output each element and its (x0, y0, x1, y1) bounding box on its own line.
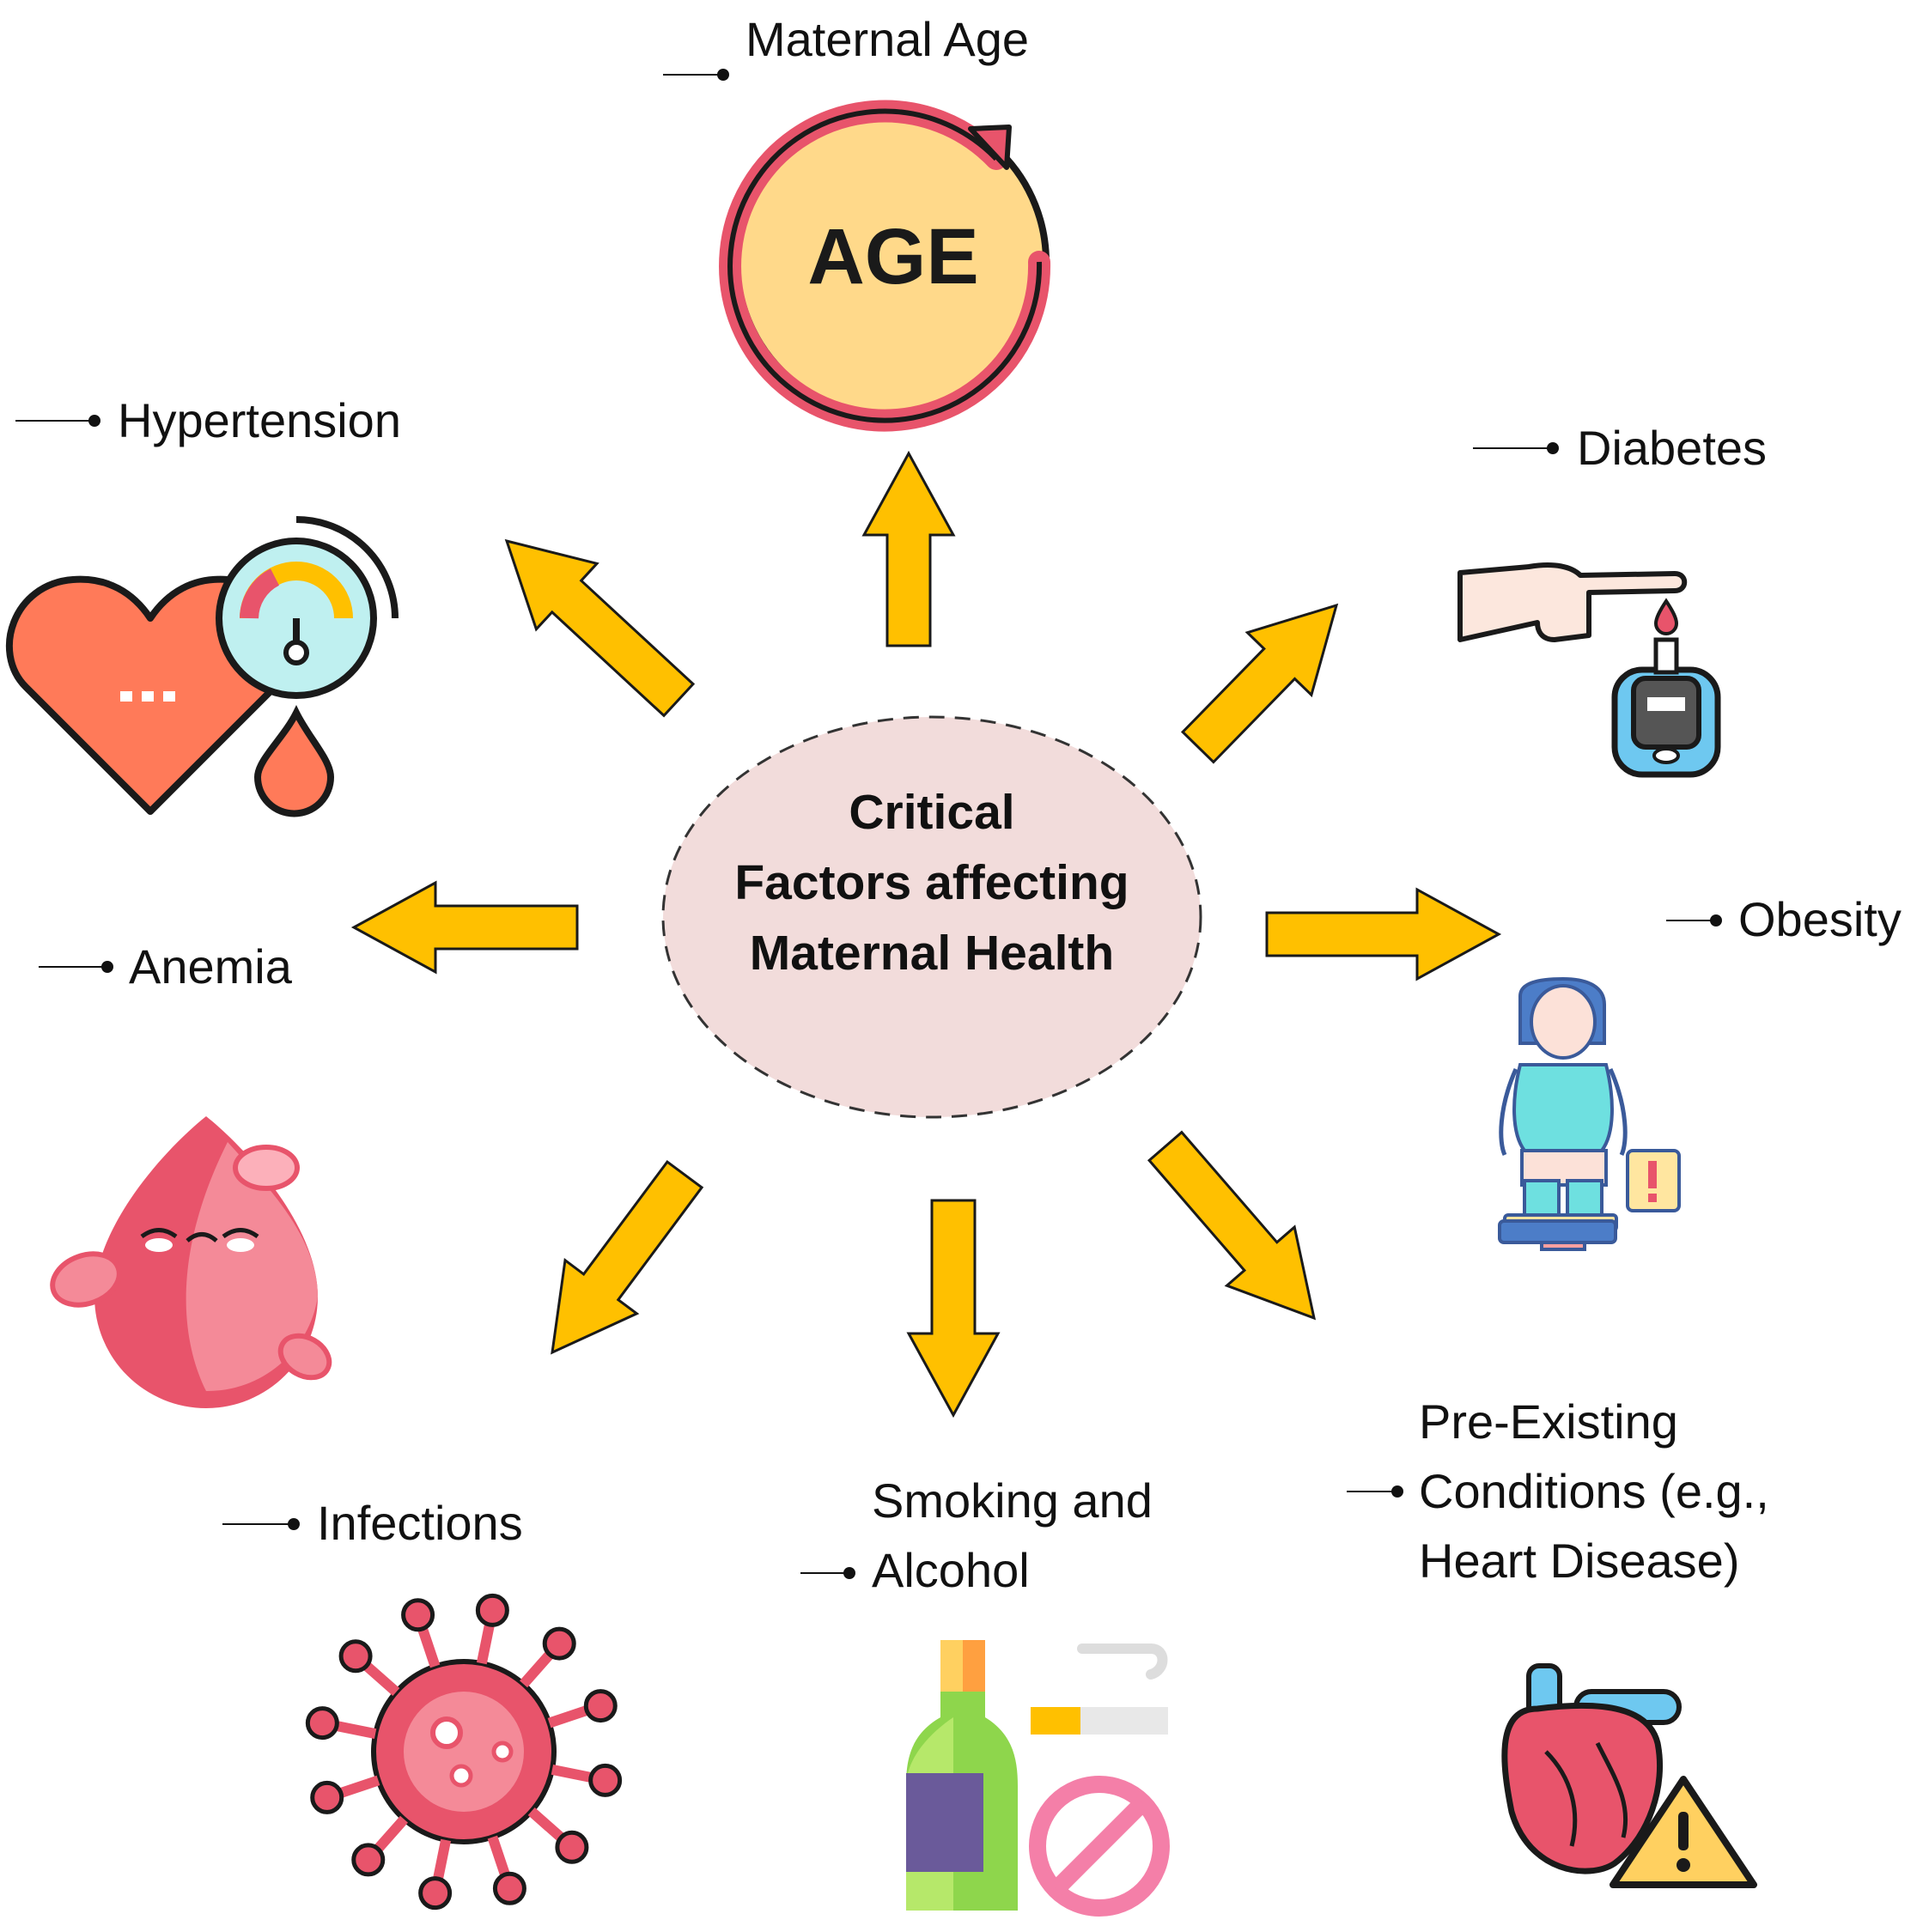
arrow-to-smoking-alcohol (906, 1199, 1001, 1419)
arrow-to-anemia (350, 880, 579, 975)
virus-spike-tip (542, 1626, 576, 1661)
leader-lines (15, 69, 1722, 1579)
center-title-line: Factors affecting (734, 855, 1129, 910)
virus-spike-tip (555, 1830, 589, 1864)
virus-spike-tip (305, 1706, 339, 1741)
heart-blood-pressure-icon (5, 516, 399, 817)
virus-spike-tip (338, 1639, 373, 1674)
leader-maternal-age-dot (717, 69, 729, 81)
leader-anemia-dot (101, 961, 113, 973)
label-line: Heart Disease) (1419, 1534, 1740, 1589)
center-title-line: Critical (849, 785, 1015, 840)
leader-obesity-dot (1710, 914, 1722, 927)
virus-spike-tip (492, 1871, 526, 1905)
leader-hypertension-dot (88, 415, 100, 427)
label-line: Anemia (129, 939, 292, 993)
label-hypertension: Hypertension (118, 386, 401, 455)
arrow-to-infections (551, 1160, 704, 1355)
label-obesity: Obesity (1738, 884, 1902, 954)
label-smoking-alcohol: Smoking and Alcohol (872, 1466, 1153, 1605)
label-line: Diabetes (1577, 421, 1768, 475)
label-line: Conditions (e.g., (1419, 1464, 1769, 1519)
virus-icon (305, 1593, 623, 1911)
arrow-to-hypertension (504, 538, 696, 718)
glucometer-icon (1457, 562, 1721, 778)
label-infections: Infections (317, 1488, 523, 1558)
age-cycle-icon: AGE (719, 100, 1051, 432)
arrow-to-obesity (1265, 887, 1502, 981)
label-anemia: Anemia (129, 932, 292, 1001)
arrow-to-pre-existing (1147, 1130, 1317, 1321)
leader-diabetes-dot (1547, 442, 1559, 454)
heart-warning-icon (1501, 1663, 1757, 1888)
leader-pre-existing-dot (1391, 1485, 1403, 1498)
arrow-to-maternal-age (861, 450, 956, 647)
label-pre-existing-conditions: Pre-Existing Conditions (e.g., Heart Dis… (1419, 1387, 1769, 1596)
leader-infections-dot (288, 1518, 300, 1530)
center-ellipse (661, 715, 1202, 1119)
center-title-line: Maternal Health (749, 926, 1115, 981)
virus-spike-tip (475, 1593, 509, 1627)
label-line: Hypertension (118, 393, 401, 447)
label-line: Pre-Existing (1419, 1394, 1678, 1449)
sad-blood-drop-icon (50, 1116, 332, 1408)
label-diabetes: Diabetes (1577, 413, 1767, 483)
virus-spike-tip (310, 1780, 344, 1814)
center-title: Critical Factors affecting Maternal Heal… (670, 777, 1194, 988)
label-line: Maternal Age (745, 12, 1029, 66)
bottle-cigarette-icon (906, 1640, 1170, 1917)
obese-woman-scale-icon (1498, 976, 1681, 1251)
virus-spike-tip (588, 1763, 623, 1797)
arrows-group (350, 450, 1502, 1419)
label-maternal-age: Maternal Age (745, 4, 1029, 74)
leader-smoking-alcohol-dot (843, 1567, 855, 1579)
label-line: Obesity (1738, 892, 1902, 946)
label-line: Smoking and (872, 1473, 1153, 1528)
virus-spike-tip (351, 1843, 386, 1877)
label-line: Alcohol (872, 1543, 1030, 1598)
label-line: Infections (317, 1496, 523, 1550)
svg-text:AGE: AGE (807, 213, 978, 301)
arrow-to-diabetes (1180, 603, 1339, 764)
virus-spike-tip (418, 1876, 453, 1911)
virus-spike-tip (583, 1689, 618, 1723)
virus-spike-tip (401, 1598, 435, 1632)
